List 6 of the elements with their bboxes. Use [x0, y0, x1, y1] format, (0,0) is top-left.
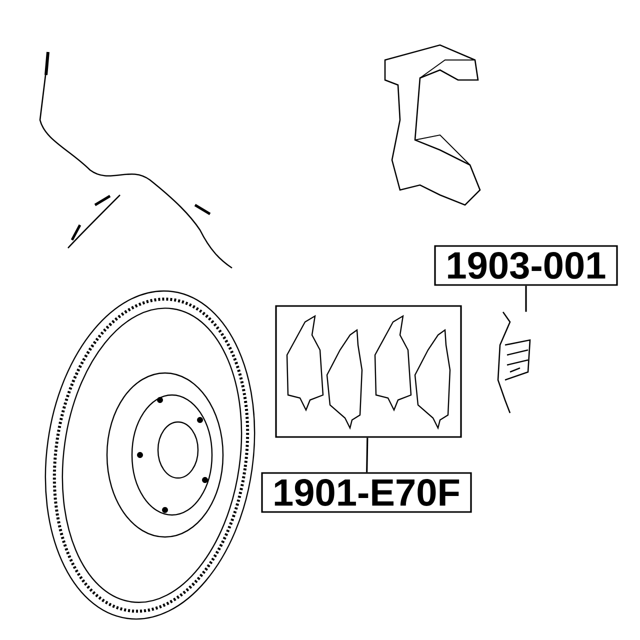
- brake-pads-box: [275, 305, 462, 438]
- part-number-label: 1903-001: [434, 245, 618, 286]
- part-number-label: 1901-E70F: [261, 472, 472, 513]
- leader-line: [525, 286, 527, 312]
- spring-clip-drawing: [497, 312, 531, 414]
- leader-line: [366, 438, 368, 472]
